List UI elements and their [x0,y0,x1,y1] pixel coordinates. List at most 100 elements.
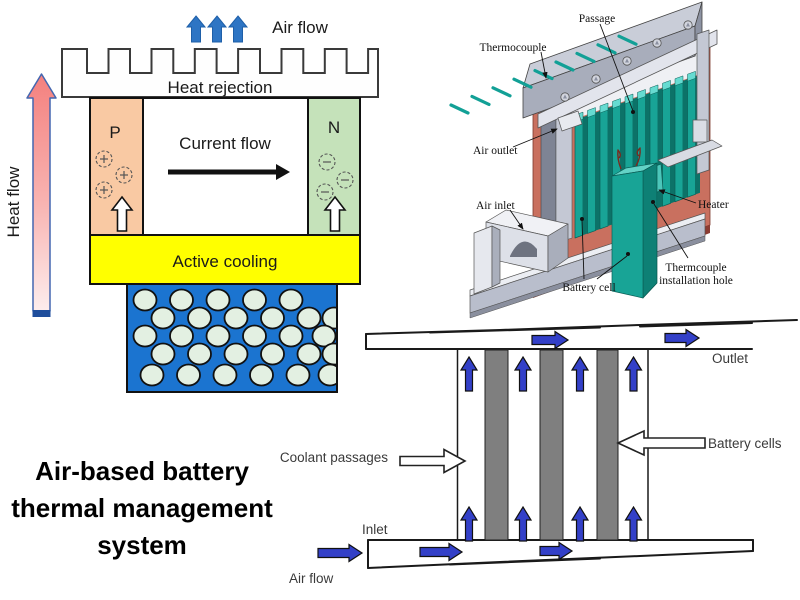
p-type-column [89,97,144,236]
charge-icon [95,181,113,199]
front-battery-cell [611,147,658,299]
bed-particle-icon [169,288,194,312]
label-thermocouple: Thermocouple [479,42,546,54]
bed-particle-icon [242,288,267,312]
up-arrow-outline-icon [323,195,347,232]
battery-cell-slab [674,80,684,203]
packed-bed-particles [132,288,336,387]
column-up-arrows-icon [110,195,347,232]
bed-particle-icon [296,306,322,330]
thermoelectric-diagram: Air flow Heat rejection P N Current flow… [4,15,379,393]
right-arrow-icon [664,328,701,348]
air-outlet-port [557,110,583,132]
charge-icon [336,171,354,189]
bed-particle-icon [317,363,336,387]
label-inlet: Inlet [362,522,388,537]
up-arrow-icon [513,355,533,392]
up-arrow-icon [570,505,590,542]
bed-particle-icon [223,342,249,366]
air-flow-arrows-icon [185,15,249,43]
up-arrow-icon [570,355,590,392]
cad-leader-lines [509,23,697,280]
heat-flow-arrow-icon [26,73,57,317]
inlet-arch [510,241,537,257]
cell-gap [670,83,675,204]
label-air-outlet: Air outlet [473,145,518,157]
title-line-2: thermal management [11,493,273,523]
screw-icon [652,38,662,48]
air-inlet-duct [473,209,569,295]
thermocouple-rod-icon [596,43,617,55]
charge-icon [318,153,336,171]
cell-gap [608,106,613,227]
current-flow-arrow-icon [168,164,290,180]
bed-particle-icon [150,306,176,330]
right-bracket [692,119,708,143]
up-arrow-outline-icon [110,195,134,232]
bed-particle-icon [321,342,336,366]
passage-cap [674,75,684,86]
charge-carriers-icon [95,150,354,201]
pointer-arrows [399,429,706,474]
passage-cap [637,89,646,100]
air-flow-arrows [317,328,701,563]
bed-particle-icon [169,324,194,348]
thermocouple-rod-icon [491,86,512,98]
up-arrow-icon [206,15,228,43]
cad-assembly: Passage Thermocouple Air outlet Air inle… [449,1,733,319]
right-arrow-icon [531,330,570,350]
bed-particle-icon [278,288,304,312]
cad-leader-dots [580,110,655,256]
right-arrow-icon [419,542,464,562]
cell-wire [635,147,641,167]
charge-icon [316,183,334,201]
bed-particle-icon [249,363,274,387]
bed-particle-icon [139,363,165,387]
thermocouple-rod-icon [554,60,575,72]
bed-particle-icon [212,363,238,387]
up-arrow-icon [624,355,643,392]
figure-title: Air-based battery thermal management sys… [11,456,273,560]
passage-cap [612,98,621,109]
passage-cap [662,80,671,91]
bed-particle-icon [205,288,231,312]
up-arrow-icon [513,505,533,542]
bed-particle-icon [242,324,267,348]
active-cooling-bar [89,234,361,285]
duct-lines [365,319,798,569]
cell-gap [683,79,688,199]
label-heat-rejection: Heat rejection [168,78,273,97]
bed-particle-icon [223,306,249,330]
bed-particle-icon [260,342,285,366]
bed-particle-icon [285,363,311,387]
label-passage: Passage [579,13,615,25]
right-flange-plate [657,139,723,168]
thermocouple-rods [449,34,638,115]
label-hole-1: Thermcouple [665,262,726,274]
battery-cell-bars [484,349,619,541]
right-arrow-icon [539,541,574,561]
bed-particle-icon [260,306,285,330]
bed-particle-icon [278,324,304,348]
screw-icon [591,74,601,84]
battery-cell-slab [662,85,671,207]
label-battery-cell: Battery cell [562,282,615,294]
up-arrow-icon [227,15,249,43]
label-p: P [109,123,120,142]
bed-particle-icon [311,324,336,348]
label-current-flow: Current flow [179,134,271,153]
label-n: N [328,118,340,137]
coolant-passages-pointer-icon [399,448,467,474]
thermocouple-rod-icon [512,77,533,89]
bed-particle-icon [132,288,158,312]
charge-icon [95,150,113,168]
pack-top-band [572,50,700,120]
bed-particle-icon [176,363,201,387]
screw-icon [683,20,693,30]
label-hole-2: installation hole [659,275,733,287]
screw-icon [560,92,570,102]
cell-wire [617,149,622,170]
charge-icon [115,166,133,184]
thermocouple-rod-icon [575,51,596,64]
